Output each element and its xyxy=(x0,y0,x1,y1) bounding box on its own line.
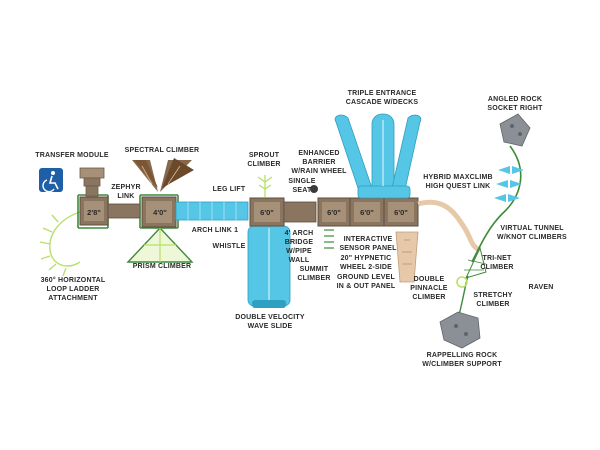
transfer-module-shape xyxy=(79,167,105,197)
label-double-pinnacle-1: DOUBLE xyxy=(414,276,445,283)
deck-height-label: 4'0" xyxy=(153,208,167,217)
arch-bridge xyxy=(283,201,317,223)
label-loop-ladder-3: ATTACHMENT xyxy=(48,295,98,302)
deck-6ft-d: 6'0" xyxy=(383,197,419,227)
label-virtual-tunnel-1: VIRTUAL TUNNEL xyxy=(500,225,564,232)
spectral-climber-shape xyxy=(132,158,194,192)
label-transfer-module: TRANSFER MODULE xyxy=(35,152,109,159)
label-interactive-sensor-2: SENSOR PANEL xyxy=(339,245,397,252)
deck-6ft-a: 6'0" xyxy=(249,197,285,227)
label-four-ft-arch-2: BRIDGE xyxy=(285,239,314,246)
rappelling-rock-shape xyxy=(439,311,481,349)
label-tri-net-1: TRI-NET xyxy=(482,255,512,262)
deck-6ft-c: 6'0" xyxy=(349,197,385,227)
label-sprout-climber-1: SPROUT xyxy=(249,152,280,159)
label-triple-entrance-2: CASCADE W/DECKS xyxy=(346,99,419,106)
label-loop-ladder-2: LOOP LADDER xyxy=(46,286,99,293)
arch-link-bridge xyxy=(175,201,249,221)
label-enhanced-barrier-3: W/RAIN WHEEL xyxy=(291,168,347,175)
loop-ladder-attachment xyxy=(39,211,81,277)
label-double-pinnacle-2: PINNACLE xyxy=(410,285,448,292)
label-raven: RAVEN xyxy=(529,284,554,291)
double-pinnacle-climber-shape xyxy=(395,231,419,283)
label-four-ft-arch-3: W/PIPE xyxy=(286,248,312,255)
zephyr-link-ramp xyxy=(107,203,141,219)
label-arch-link: ARCH LINK 1 xyxy=(192,227,239,234)
label-virtual-tunnel-2: W/KNOT CLIMBERS xyxy=(497,234,567,241)
angled-rock-socket-shape xyxy=(499,113,531,147)
deck-height-label: 6'0" xyxy=(327,208,341,217)
hybrid-maxclimb-link xyxy=(417,199,482,253)
single-seat-icon xyxy=(310,185,318,193)
label-double-velocity-2: WAVE SLIDE xyxy=(248,323,293,330)
label-loop-ladder-1: 360° HORIZONTAL xyxy=(41,276,106,284)
label-prism-climber: PRISM CLIMBER xyxy=(133,263,192,270)
deck-height-label: 2'8" xyxy=(87,208,101,217)
label-single-seat-1: SINGLE xyxy=(288,178,315,185)
label-hybrid-maxclimb-2: HIGH QUEST LINK xyxy=(426,183,491,190)
label-whistle: WHISTLE xyxy=(213,243,246,250)
label-enhanced-barrier-1: ENHANCED xyxy=(298,150,339,157)
label-hypnetic-wheel-2: WHEEL 2-SIDE xyxy=(340,264,392,271)
deck-height-label: 6'0" xyxy=(360,208,374,217)
label-zephyr-link-1: ZEPHYR xyxy=(111,184,141,191)
label-stretchy-1: STRETCHY xyxy=(473,292,512,299)
knot-climber-markers xyxy=(494,166,524,202)
label-triple-entrance-1: TRIPLE ENTRANCE xyxy=(348,90,417,97)
label-hybrid-maxclimb-1: HYBRID MAXCLIMB xyxy=(423,174,493,181)
label-summit-climber-2: CLIMBER xyxy=(297,275,330,282)
label-angled-rock-2: SOCKET RIGHT xyxy=(487,105,543,112)
label-four-ft-arch-1: 4' ARCH xyxy=(285,230,314,237)
summit-climber-shape xyxy=(324,229,334,249)
triple-entrance-cascade xyxy=(334,113,422,199)
label-double-pinnacle-3: CLIMBER xyxy=(412,294,445,301)
label-four-ft-arch-4: WALL xyxy=(289,257,310,264)
label-interactive-sensor-1: INTERACTIVE xyxy=(344,236,393,243)
deck-height-label: 6'0" xyxy=(260,208,274,217)
label-summit-climber-1: SUMMIT xyxy=(300,266,329,273)
stretchy-climber-shape xyxy=(456,276,468,288)
label-enhanced-barrier-2: BARRIER xyxy=(302,159,335,166)
label-zephyr-link-2: LINK xyxy=(117,193,134,200)
diagram-labels: TRANSFER MODULE SPECTRAL CLIMBER ZEPHYR … xyxy=(35,90,567,368)
label-hypnetic-wheel-1: 20" HYPNETIC xyxy=(341,255,392,262)
label-angled-rock-1: ANGLED ROCK xyxy=(488,96,542,103)
label-single-seat-2: SEAT xyxy=(293,187,312,194)
deck-height-label: 6'0" xyxy=(394,208,408,217)
label-stretchy-2: CLIMBER xyxy=(476,301,509,308)
label-ground-level-1: GROUND LEVEL xyxy=(337,274,396,281)
label-double-velocity-1: DOUBLE VELOCITY xyxy=(235,314,305,321)
deck-6ft-b: 6'0" xyxy=(317,197,351,227)
label-spectral-climber: SPECTRAL CLIMBER xyxy=(125,147,200,154)
label-sprout-climber-2: CLIMBER xyxy=(247,161,280,168)
deck-4ft: 4'0" xyxy=(141,196,177,228)
double-velocity-slide xyxy=(247,225,291,308)
label-ground-level-2: IN & OUT PANEL xyxy=(337,283,396,290)
label-rappelling-2: W/CLIMBER SUPPORT xyxy=(422,361,502,368)
label-rappelling-1: RAPPELLING ROCK xyxy=(427,352,498,359)
accessibility-icon xyxy=(39,168,63,193)
prism-climber-shape xyxy=(126,226,194,263)
sprout-climber-shape xyxy=(257,175,273,197)
label-tri-net-2: CLIMBER xyxy=(480,264,513,271)
label-leg-lift: LEG LIFT xyxy=(213,186,246,193)
deck-2ft8: 2'8" xyxy=(79,196,109,226)
